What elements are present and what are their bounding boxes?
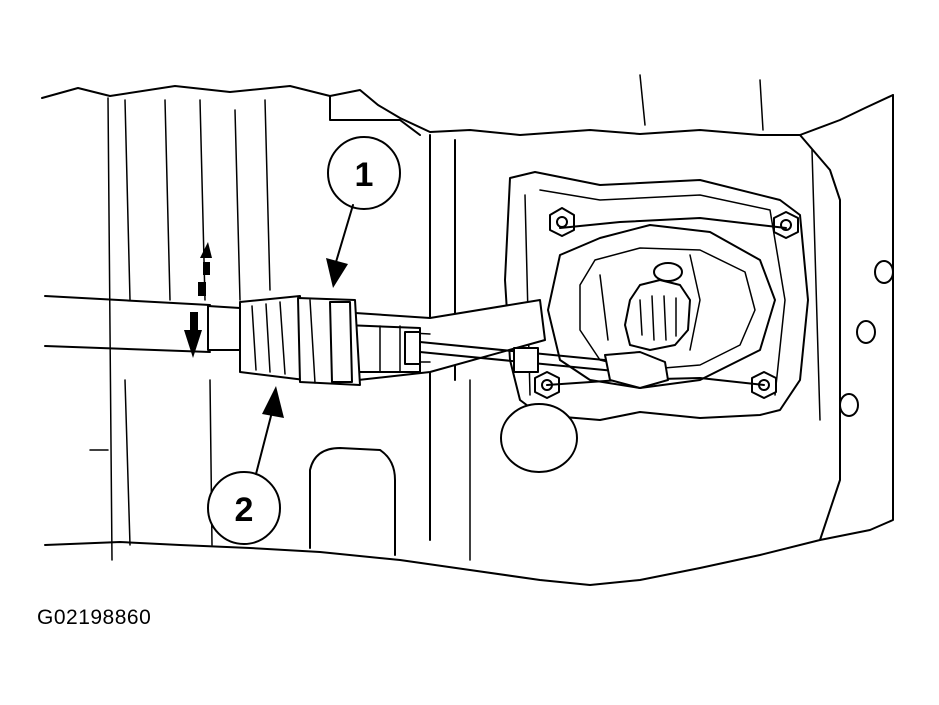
drain-plug [500,403,578,473]
movement-arrows [184,242,212,358]
callout-1: 1 [326,136,401,288]
callout-2: 2 [207,386,284,545]
callout-1-label: 1 [355,156,374,194]
underbody-panel [41,74,894,586]
callout-2-label: 2 [235,491,254,529]
bolt [773,211,799,239]
differential-housing [504,171,809,421]
coupler-tool [239,295,361,386]
figure-code: G02198860 [37,606,152,629]
bolt [549,207,575,237]
